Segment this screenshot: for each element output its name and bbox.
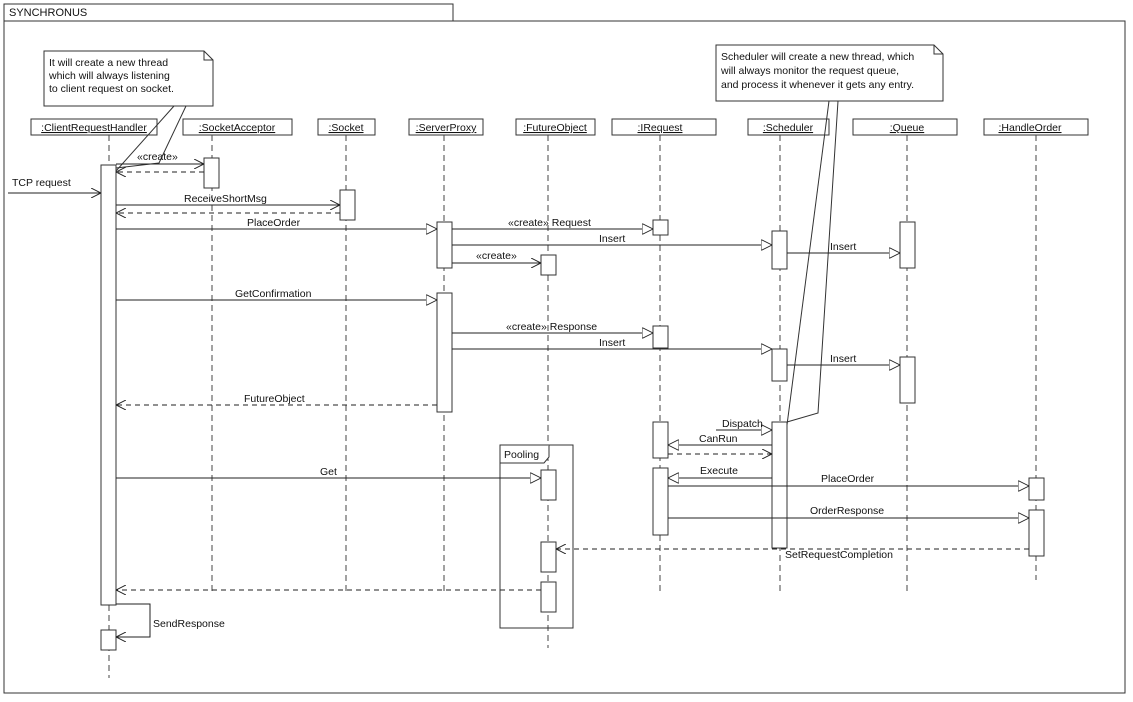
label-receive-short-msg: ReceiveShortMsg: [184, 193, 267, 205]
activation-bar: [436, 292, 453, 413]
msg-send-response: [116, 603, 151, 637]
label-place-order: PlaceOrder: [247, 217, 301, 229]
note-line: and process it whenever it gets any entr…: [721, 79, 914, 91]
note-line: will always monitor the request queue,: [720, 65, 899, 77]
label-execute: Execute: [700, 465, 738, 477]
lifeline-label: :FutureObject: [523, 122, 587, 134]
activation-bar: [1028, 509, 1045, 557]
label-insert-queue-2: Insert: [830, 353, 856, 365]
note-thread: It will create a new thread which will a…: [43, 50, 214, 172]
activation-bars: [100, 157, 1045, 651]
lifeline-head-queue: :Queue: [852, 118, 958, 136]
activation-bar: [771, 230, 788, 270]
pooling-fragment: Pooling: [499, 444, 574, 629]
label-insert-1: Insert: [599, 233, 625, 245]
activation-bar: [540, 254, 557, 276]
note-scheduler: Scheduler will create a new thread, whic…: [715, 44, 944, 426]
label-insert-2: Insert: [599, 337, 625, 349]
label-create-request: «create» Request: [508, 217, 591, 229]
fragment-label: Pooling: [504, 449, 539, 461]
label-tcp-request: TCP request: [12, 177, 71, 189]
activation-bar: [652, 467, 669, 536]
activation-bar: [652, 421, 669, 459]
lifeline-label: :HandleOrder: [998, 122, 1062, 134]
lifeline-head-server-proxy: :ServerProxy: [408, 118, 484, 136]
activation-bar: [652, 325, 669, 349]
label-future-object: FutureObject: [244, 393, 305, 405]
activation-bar: [1028, 477, 1045, 501]
lifeline-head-irequest: :IRequest: [611, 118, 717, 136]
lifeline-head-scheduler: :Scheduler: [747, 118, 830, 136]
lifeline-label: :ClientRequestHandler: [41, 122, 147, 134]
lifeline-head-handle-order: :HandleOrder: [983, 118, 1089, 136]
activation-bar: [540, 541, 557, 573]
note-line: which will always listening: [48, 70, 170, 82]
lifeline-label: :Queue: [890, 122, 925, 134]
diagram-frame: SYNCHRONUS: [3, 3, 1126, 694]
label-create-response: «create» Response: [506, 321, 597, 333]
label-create-socket-acceptor: «create»: [137, 151, 178, 163]
lifeline-label: :IRequest: [638, 122, 683, 134]
activation-bar: [100, 629, 117, 651]
label-insert-queue-1: Insert: [830, 241, 856, 253]
message-labels: TCP request «create» ReceiveShortMsg Pla…: [12, 151, 893, 630]
activation-bar: [899, 356, 916, 404]
lifeline-heads: :ClientRequestHandler :SocketAcceptor :S…: [30, 118, 1089, 136]
messages: [8, 164, 1029, 637]
label-place-order-2: PlaceOrder: [821, 473, 875, 485]
activation-bar: [540, 581, 557, 613]
label-send-response: SendResponse: [153, 618, 225, 630]
label-dispatch: Dispatch: [722, 418, 763, 430]
activation-bar: [652, 219, 669, 236]
label-order-response: OrderResponse: [810, 505, 884, 517]
lifeline-head-client-request-handler: :ClientRequestHandler: [30, 118, 158, 136]
lifeline-head-socket: :Socket: [317, 118, 376, 136]
lifeline-label: :Socket: [328, 122, 363, 134]
activation-bar: [540, 469, 557, 501]
activation-bar: [203, 157, 220, 189]
activation-bar: [899, 221, 916, 269]
note-line: to client request on socket.: [49, 83, 174, 95]
activation-bar: [771, 421, 788, 549]
activation-bar: [436, 221, 453, 269]
activation-bar: [339, 189, 356, 221]
label-set-request-completion: SetRequestCompletion: [785, 549, 893, 561]
frame-title: SYNCHRONUS: [9, 7, 87, 19]
lifeline-label: :ServerProxy: [416, 122, 477, 134]
label-get: Get: [320, 466, 337, 478]
label-can-run: CanRun: [699, 433, 738, 445]
activation-bar: [771, 348, 788, 382]
label-create-future: «create»: [476, 250, 517, 262]
note-line: Scheduler will create a new thread, whic…: [721, 51, 914, 63]
note-line: It will create a new thread: [49, 57, 168, 69]
lifeline-head-future-object: :FutureObject: [515, 118, 596, 136]
lifeline-head-socket-acceptor: :SocketAcceptor: [182, 118, 293, 136]
lifeline-label: :SocketAcceptor: [199, 122, 276, 134]
activation-bar: [100, 164, 117, 606]
lifeline-label: :Scheduler: [763, 122, 814, 134]
label-get-confirmation: GetConfirmation: [235, 288, 312, 300]
